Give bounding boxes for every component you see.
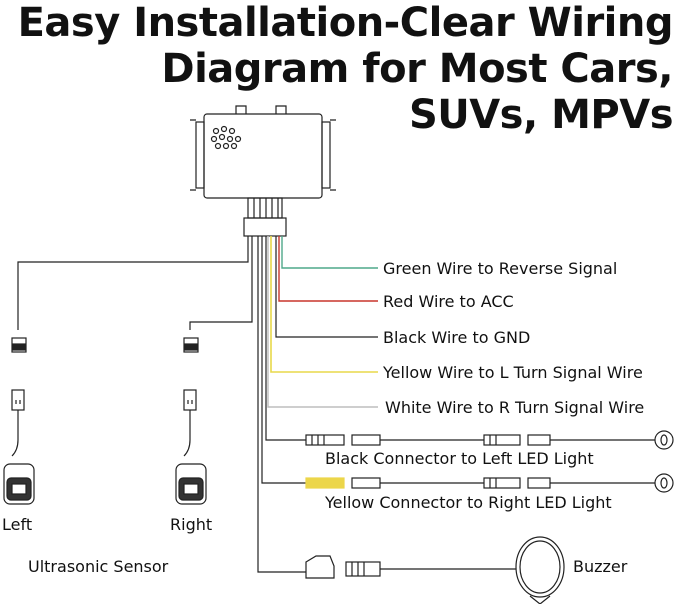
left-led-harness [305, 430, 674, 450]
left-sensor [3, 337, 35, 505]
control-box [190, 105, 336, 237]
title-line-3: SUVs, MPVs [408, 92, 674, 138]
white-wire-label: White Wire to R Turn Signal Wire [385, 398, 644, 417]
page-title: Easy Installation-Clear Wiring Diagram f… [17, 0, 674, 138]
right-led-connector-label: Yellow Connector to Right LED Light [324, 493, 612, 512]
right-sensor [175, 337, 207, 505]
buzzer-label: Buzzer [573, 557, 628, 576]
buzzer [305, 536, 565, 604]
yellow-wire-label: Yellow Wire to L Turn Signal Wire [382, 363, 643, 382]
green-wire [281, 236, 378, 269]
red-wire [278, 236, 378, 302]
red-wire-label: Red Wire to ACC [383, 292, 514, 311]
left-sensor-label: Left [2, 515, 32, 534]
title-line-2: Diagram for Most Cars, [161, 46, 673, 92]
green-wire-label: Green Wire to Reverse Signal [383, 259, 617, 278]
right-sensor-label: Right [170, 515, 212, 534]
left-led-connector-label: Black Connector to Left LED Light [325, 449, 594, 468]
right-led-harness [305, 473, 674, 493]
speaker-holes [210, 125, 242, 150]
title-line-1: Easy Installation-Clear Wiring [17, 0, 674, 46]
ultrasonic-sensor-caption: Ultrasonic Sensor [28, 557, 169, 576]
white-wire [267, 236, 378, 408]
yellow-wire [270, 236, 378, 373]
black-wire-label: Black Wire to GND [383, 328, 530, 347]
